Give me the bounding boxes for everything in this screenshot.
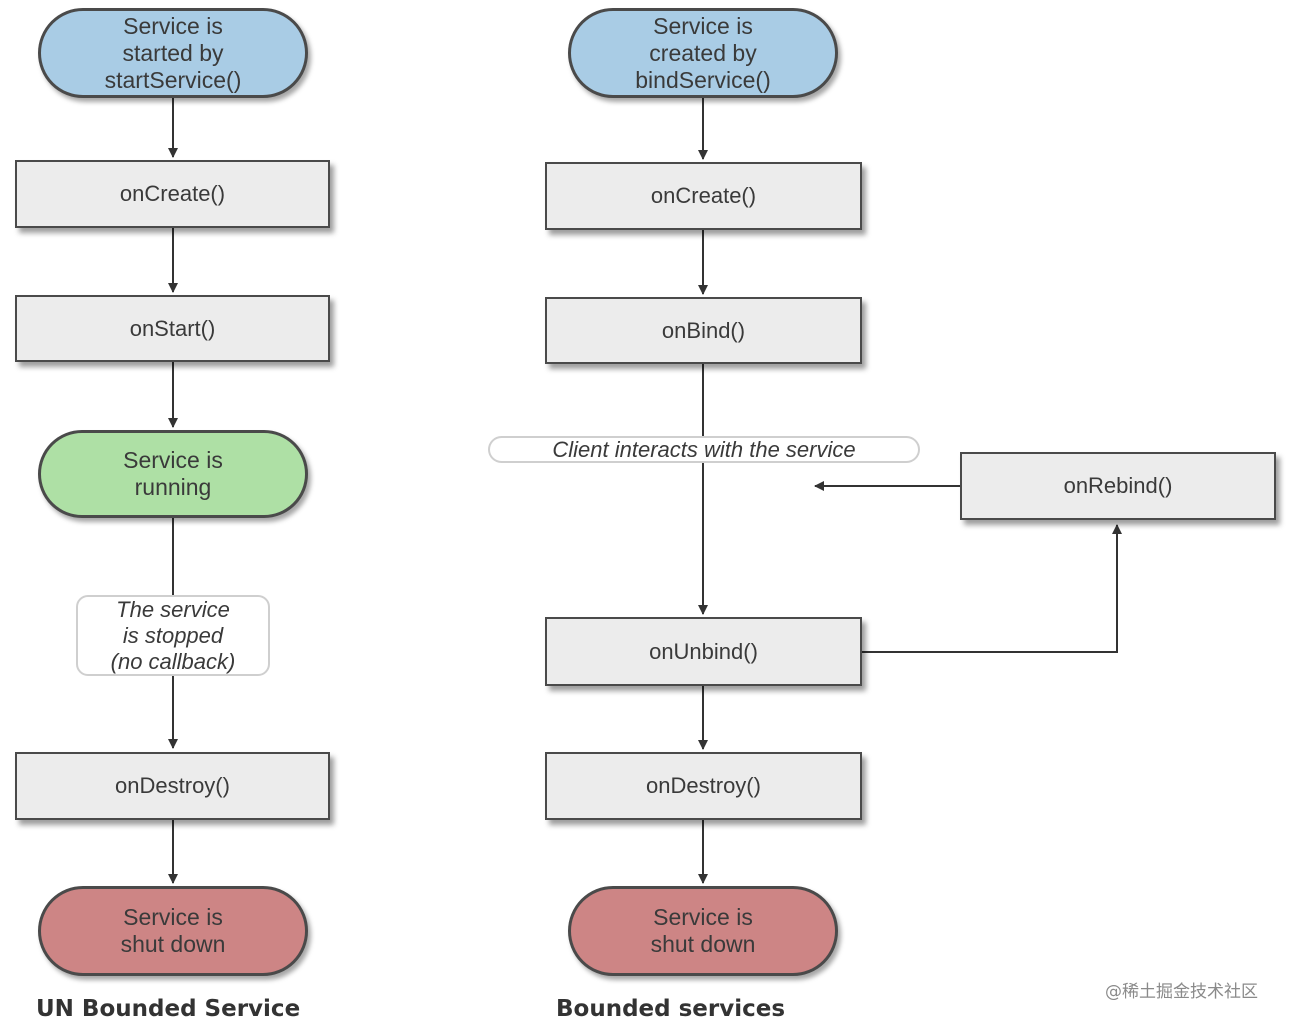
bounded-onbind-node: onBind() bbox=[545, 297, 862, 364]
unbounded-start-node: Service is started by startService() bbox=[38, 8, 308, 98]
unbounded-stopped-note: The service is stopped (no callback) bbox=[76, 595, 270, 676]
bounded-ondestroy-node: onDestroy() bbox=[545, 752, 862, 820]
unbounded-ondestroy-node: onDestroy() bbox=[15, 752, 330, 820]
unbounded-oncreate-node: onCreate() bbox=[15, 160, 330, 228]
bounded-client-note: Client interacts with the service bbox=[488, 436, 920, 463]
bounded-onunbind-node: onUnbind() bbox=[545, 617, 862, 686]
bounded-start-node: Service is created by bindService() bbox=[568, 8, 838, 98]
watermark-text: @稀土掘金技术社区 bbox=[1105, 982, 1258, 1002]
bounded-oncreate-node: onCreate() bbox=[545, 162, 862, 230]
bounded-end-node: Service is shut down bbox=[568, 886, 838, 976]
unbounded-end-node: Service is shut down bbox=[38, 886, 308, 976]
arrow-onunbind-to-onrebind bbox=[862, 524, 1122, 653]
bounded-caption: Bounded services bbox=[556, 996, 786, 1022]
unbounded-running-node: Service is running bbox=[38, 430, 308, 518]
bounded-onrebind-node: onRebind() bbox=[960, 452, 1276, 520]
unbounded-caption: UN Bounded Service bbox=[36, 996, 301, 1022]
unbounded-onstart-node: onStart() bbox=[15, 295, 330, 362]
